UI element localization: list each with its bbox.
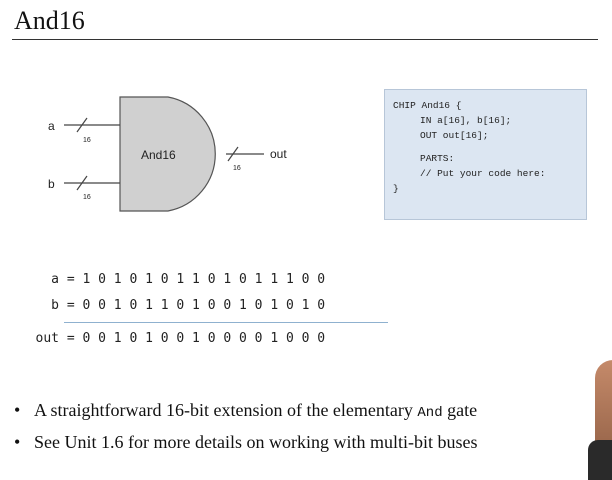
input-a-label: a [48,119,55,133]
bullet-list: •A straightforward 16-bit extension of t… [14,396,604,457]
presenter-shirt [588,440,612,480]
bus-slash-a [76,117,88,133]
bus-width-a: 16 [83,137,91,144]
row-label: out [35,331,59,346]
output-label: out [270,147,287,161]
truth-row-a: a = 1 0 1 0 1 0 1 1 0 1 0 1 1 1 0 0 [30,272,390,287]
bus-width-out: 16 [233,165,241,172]
row-bits: = 0 0 1 0 1 1 0 1 0 0 1 0 1 0 1 0 [66,298,326,313]
bus-width-b: 16 [83,194,91,201]
truth-row-b: b = 0 0 1 0 1 1 0 1 0 0 1 0 1 0 1 0 [30,298,390,313]
hdl-line: PARTS: [420,153,455,164]
hdl-line: // Put your code here: [420,168,546,179]
row-bits: = 1 0 1 0 1 0 1 1 0 1 0 1 1 1 0 0 [66,272,326,287]
bullet-item: •See Unit 1.6 for more details on workin… [14,432,478,452]
hdl-code-box: CHIP And16 { IN a[16], b[16]; OUT out[16… [384,89,587,220]
bus-slash-out [227,146,239,162]
row-label: b [51,298,59,313]
row-label: a [51,272,59,287]
hdl-line: IN a[16], b[16]; [420,115,512,126]
hdl-line: } [393,183,399,194]
title-rule [12,39,598,40]
slide-title: And16 [14,6,85,35]
bullet-item: •A straightforward 16-bit extension of t… [14,400,478,421]
hdl-line: CHIP And16 { [393,100,462,111]
input-b-label: b [48,177,55,191]
truth-divider [64,322,388,323]
row-bits: = 0 0 1 0 1 0 0 1 0 0 0 0 1 0 0 0 [66,331,326,346]
gate-body [119,96,216,212]
hdl-line: OUT out[16]; [420,130,489,141]
truth-row-out: out = 0 0 1 0 1 0 0 1 0 0 0 0 1 0 0 0 [30,331,390,346]
bus-slash-b [76,175,88,191]
gate-label: And16 [141,148,176,162]
